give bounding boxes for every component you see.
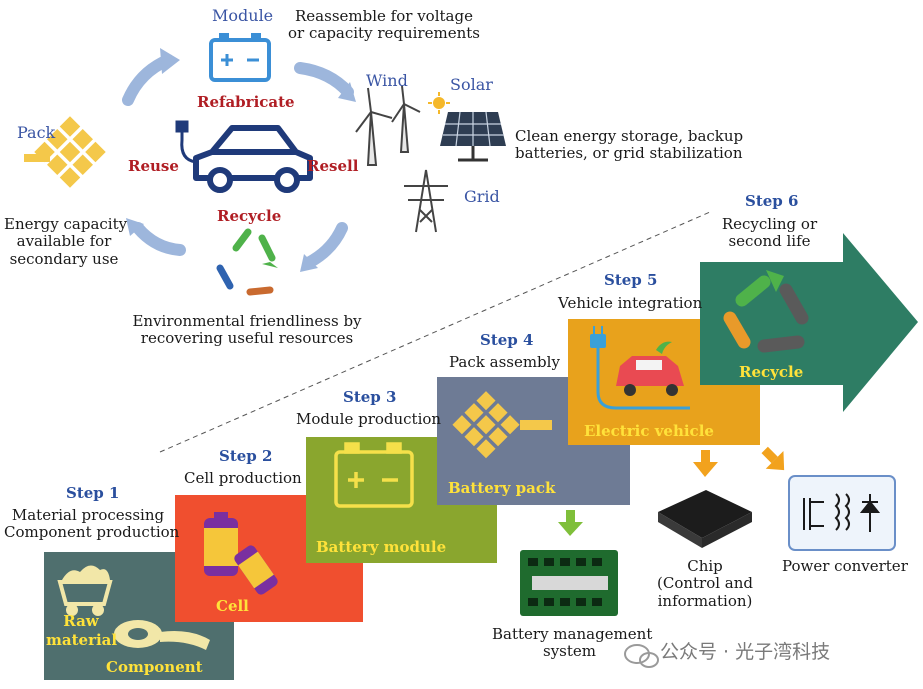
recycle-small-icon	[216, 228, 278, 296]
step6-arrow	[700, 233, 918, 412]
power-converter-icon	[788, 475, 896, 551]
watermark-text: 公众号 · 光子湾科技	[660, 641, 831, 663]
step2-title: Step 2	[219, 447, 273, 465]
reassemble-line-2: or capacity requirements	[288, 24, 480, 43]
wind-label: Wind	[366, 71, 408, 90]
bms-board-icon	[520, 550, 618, 616]
battery-module-step-icon	[334, 442, 414, 508]
step3-title: Step 3	[343, 388, 397, 406]
step6-desc-line-2: second life	[728, 232, 811, 251]
reuse-label: Reuse	[128, 157, 179, 175]
arrowhead-3	[300, 254, 318, 272]
component-arrows	[558, 446, 785, 536]
arrow-recycle-to-pack	[132, 222, 186, 256]
power-converter-label: Power converter	[782, 557, 908, 575]
cell-label: Cell	[216, 597, 249, 615]
reassemble-line-1: Reassemble for voltage	[295, 7, 473, 25]
solar-panel-icon	[440, 111, 506, 162]
bms-label-line-1: Battery management	[492, 625, 653, 643]
electric-vehicle-label: Electric vehicle	[584, 422, 714, 440]
recycle-step-label: Recycle	[739, 363, 804, 381]
step4-title: Step 4	[480, 331, 534, 349]
step6-desc: Recycling or second life	[712, 215, 827, 251]
reassemble-text: Reassemble for voltage or capacity requi…	[288, 7, 480, 43]
energy-capacity-text: Energy capacity available for secondary …	[4, 215, 128, 268]
chip-label: Chip (Control and information)	[650, 557, 760, 610]
cell-icon	[204, 512, 278, 595]
chip-label-line-2: (Control and	[656, 574, 754, 593]
pack-icon	[32, 114, 108, 190]
env-line-1: Environmental friendliness by	[132, 312, 362, 330]
clean-energy-text: Clean energy storage, backup batteries, …	[515, 127, 744, 163]
energy-capacity-line-1: Energy capacity	[4, 215, 128, 233]
battery-module-icon	[209, 33, 271, 82]
wind-turbine-icon	[355, 85, 421, 166]
battery-module-label: Battery module	[316, 538, 447, 556]
recycle-cycle-label: Recycle	[217, 207, 282, 225]
chip-label-line-3: information)	[657, 591, 753, 610]
energy-capacity-line-3: secondary use	[9, 249, 119, 268]
battery-pack-label: Battery pack	[448, 479, 556, 497]
pack-connector	[24, 154, 50, 162]
solar-label: Solar	[450, 75, 493, 94]
raw-label: Raw	[63, 612, 99, 630]
bms-label-line-2: system	[543, 642, 596, 661]
step1-desc: Material processing Component production	[4, 506, 180, 542]
refabricate-label: Refabricate	[197, 93, 295, 111]
arrowhead-1	[160, 48, 180, 74]
pack-step-connector	[520, 420, 552, 430]
chip-icon	[658, 490, 752, 548]
electric-vehicle-icon	[590, 326, 690, 410]
step3-desc: Module production	[296, 410, 442, 428]
clean-energy-line-2: batteries, or grid stabilization	[515, 144, 743, 163]
pack-label: Pack	[17, 123, 56, 142]
raw-material-label: Raw material	[46, 612, 118, 650]
step1-title: Step 1	[66, 484, 120, 502]
arrow-module-to-wind	[294, 62, 354, 98]
step6-title: Step 6	[745, 192, 799, 210]
material-label: material	[46, 630, 118, 649]
arrowhead-2	[338, 82, 356, 102]
arrowhead-4	[126, 218, 144, 236]
measuring-tape-icon	[114, 620, 210, 650]
component-label: Component	[106, 658, 203, 676]
clean-energy-line-1: Clean energy storage, backup	[515, 127, 744, 145]
recycle-big-icon	[723, 270, 809, 353]
step1-desc-line-2: Component production	[4, 523, 180, 542]
env-line-2: recovering useful resources	[140, 329, 354, 348]
divider-dashed-line	[159, 211, 711, 453]
step2-desc: Cell production	[184, 469, 302, 487]
wechat-logo-icon	[624, 644, 659, 668]
sun-icon	[428, 92, 450, 114]
step4-desc: Pack assembly	[449, 353, 560, 371]
chip-label-line-1: Chip	[687, 557, 723, 575]
env-text: Environmental friendliness by recovering…	[132, 312, 362, 348]
arrow-grid-to-recycle	[304, 222, 348, 268]
plug-icon	[175, 120, 197, 164]
step1-desc-line-1: Material processing	[11, 506, 165, 524]
step5-title: Step 5	[604, 271, 658, 289]
bms-label: Battery management system	[492, 625, 653, 661]
car-outline-icon	[193, 125, 313, 193]
grid-label: Grid	[464, 187, 500, 206]
mine-cart-icon	[57, 565, 113, 616]
resell-label: Resell	[307, 157, 359, 175]
step6-desc-line-1: Recycling or	[721, 215, 818, 233]
module-label: Module	[212, 6, 274, 25]
step5-desc: Vehicle integration	[558, 294, 703, 312]
energy-capacity-line-2: available for	[16, 232, 112, 251]
battery-pack-step-icon	[450, 388, 522, 461]
grid-tower-icon	[404, 169, 448, 233]
